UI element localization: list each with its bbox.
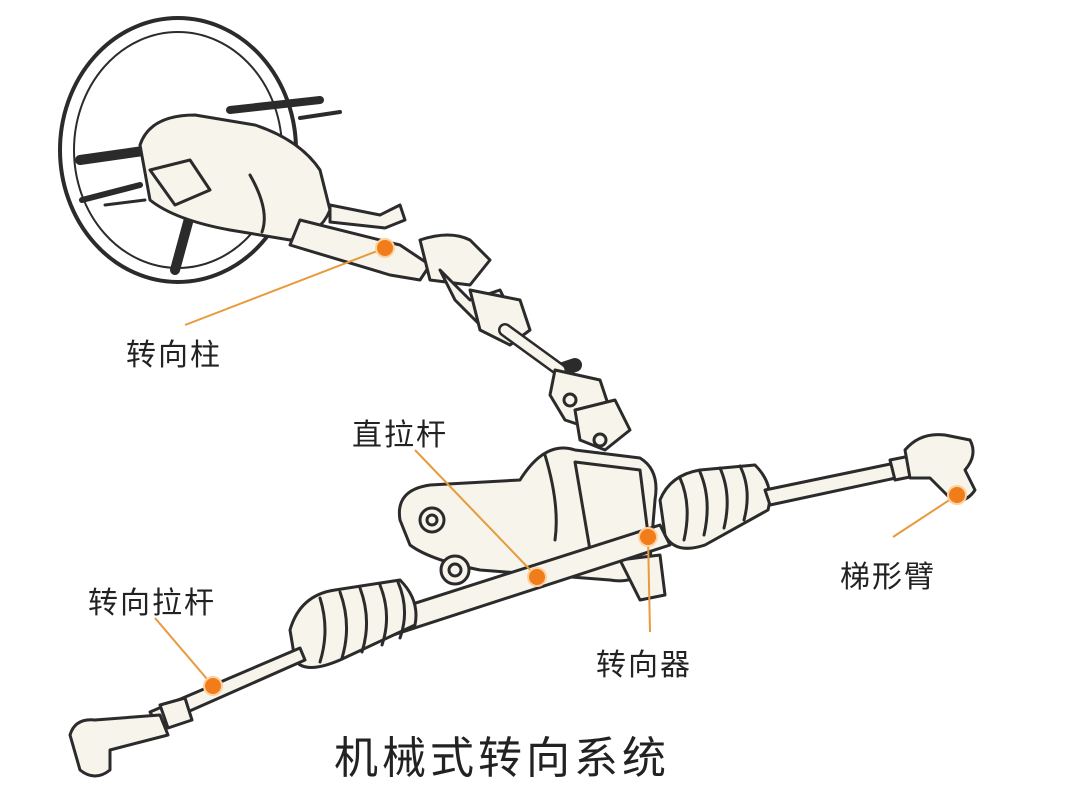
marker-drag-link: [527, 567, 547, 587]
label-steering-column: 转向柱: [126, 338, 222, 373]
marker-steering-gear: [638, 527, 658, 547]
label-steering-tie-rod: 转向拉杆: [88, 586, 216, 621]
right-bellows: [658, 463, 772, 550]
right-tie-rod: [763, 433, 977, 507]
label-steering-knuckle-arm: 梯形臂: [840, 560, 936, 595]
leader-line-drag-link: [414, 449, 538, 578]
leader-line-steering-column: [184, 247, 386, 326]
left-bellows: [288, 578, 418, 669]
leader-line-steering-tie-rod: [154, 617, 214, 687]
leader-line-steering-gear: [647, 536, 651, 633]
marker-steering-column: [375, 238, 395, 258]
steering-column: [138, 113, 512, 327]
label-steering-gear: 转向器: [596, 648, 692, 683]
left-tie-rod: [68, 646, 307, 778]
diagram-title: 机械式转向系统: [334, 733, 670, 784]
marker-steering-tie-rod: [203, 676, 223, 696]
label-drag-link: 直拉杆: [352, 418, 448, 453]
marker-steering-knuckle-arm: [947, 485, 967, 505]
intermediate-shaft: [468, 288, 632, 452]
leader-line-steering-knuckle-arm: [892, 494, 958, 538]
